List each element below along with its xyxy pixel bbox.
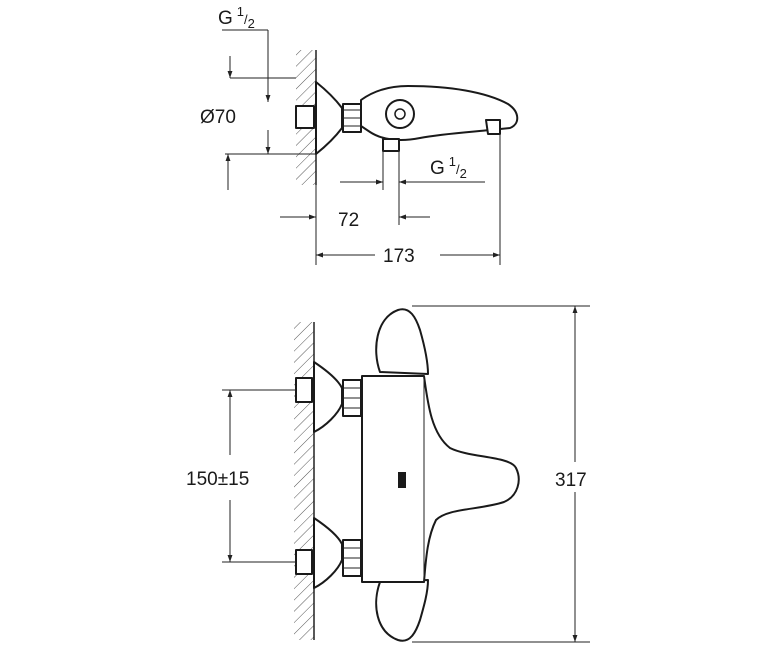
dim-72: 72 — [280, 185, 430, 265]
dim-173-label: 173 — [383, 246, 415, 267]
thread-top-den: 2 — [248, 16, 255, 31]
dim-centers-label: 150±15 — [186, 469, 249, 490]
dim-centers: 150±15 — [186, 389, 296, 563]
dim-height-label: 317 — [555, 470, 587, 491]
svg-text:G1/2: G1/2 — [430, 154, 467, 181]
bottom-handle — [375, 579, 429, 642]
upper-flange — [313, 361, 343, 433]
wall-hatching-front — [294, 322, 315, 640]
wall-flange-top — [315, 81, 343, 155]
thread-bottom-den: 2 — [460, 166, 467, 181]
dim-72-label: 72 — [338, 210, 359, 231]
thermostat-body — [361, 375, 520, 583]
upper-inlet-pipe — [295, 377, 313, 403]
diameter-label: Ø70 — [200, 107, 236, 128]
dim-height: 317 — [412, 305, 590, 643]
lower-outlet — [382, 138, 400, 152]
inlet-pipe-top — [295, 105, 315, 129]
spout-outlet — [485, 119, 501, 135]
lower-flange — [313, 517, 343, 589]
handle-knob-top — [385, 99, 415, 129]
dim-diameter: Ø70 — [200, 107, 316, 190]
thread-top-num: 1 — [237, 4, 244, 19]
dim-173: 173 — [316, 134, 501, 267]
lower-inlet-pipe — [295, 549, 313, 575]
top-handle — [375, 308, 429, 375]
thread-bottom-num: 1 — [449, 154, 456, 169]
front-view: 150±15 317 — [186, 305, 590, 643]
spout-front — [398, 472, 406, 488]
thread-top-base: G — [218, 8, 233, 29]
svg-text:G1/2: G1/2 — [218, 4, 255, 31]
thread-bottom-base: G — [430, 158, 445, 179]
